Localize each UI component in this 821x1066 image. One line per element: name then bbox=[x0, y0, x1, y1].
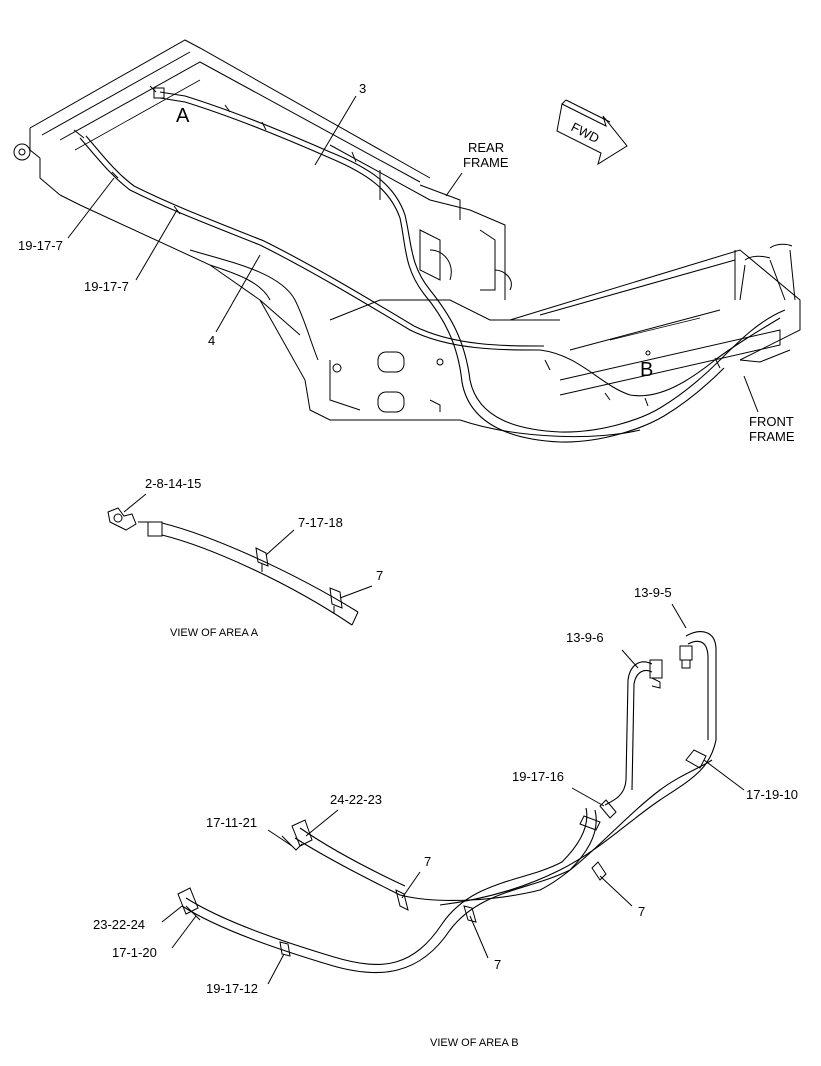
callout-2-8-14-15: 2-8-14-15 bbox=[145, 476, 201, 491]
view-a-callout-7: 7 bbox=[376, 568, 383, 583]
callout-24-22-23: 24-22-23 bbox=[330, 792, 382, 807]
callout-19-17-12-leader bbox=[267, 953, 285, 985]
rear-frame-label-line1: REAR bbox=[468, 140, 504, 155]
view-a-callout-7-leader bbox=[339, 585, 373, 599]
rear-frame-leader bbox=[445, 172, 463, 197]
callout-17-1-20: 17-1-20 bbox=[112, 945, 157, 960]
callout-4-leader bbox=[215, 254, 261, 333]
front-frame-label-line1: FRONT bbox=[749, 414, 794, 429]
callout-24-22-23-leader bbox=[305, 809, 339, 837]
rear-frame-label-line2: FRAME bbox=[463, 155, 509, 170]
callout-19-17-7-mid-leader bbox=[135, 209, 178, 281]
callout-17-1-20-leader bbox=[171, 915, 197, 949]
view-b-callout-7-upper: 7 bbox=[424, 854, 431, 869]
callout-7-17-18: 7-17-18 bbox=[298, 515, 343, 530]
view-b-callout-7-right: 7 bbox=[638, 904, 645, 919]
callout-13-9-6-leader bbox=[621, 649, 639, 669]
callout-19-17-16: 19-17-16 bbox=[512, 769, 564, 784]
view-b-callout-7-lower-leader bbox=[469, 915, 489, 959]
callout-13-9-6: 13-9-6 bbox=[566, 630, 604, 645]
callout-23-22-24-leader bbox=[161, 905, 183, 923]
callout-3-leader bbox=[314, 95, 357, 166]
view-b-callout-7-right-leader bbox=[599, 875, 633, 907]
callout-19-17-7-left: 19-17-7 bbox=[18, 238, 63, 253]
main-hose-4 bbox=[73, 129, 796, 407]
area-a-letter: A bbox=[176, 105, 190, 127]
callout-17-11-21-leader bbox=[267, 829, 293, 847]
callout-19-17-7-mid: 19-17-7 bbox=[84, 279, 129, 294]
callout-17-19-10: 17-19-10 bbox=[746, 787, 798, 802]
front-frame-leader bbox=[743, 375, 759, 413]
callout-7-17-18-leader bbox=[265, 529, 295, 556]
callout-13-9-5-leader bbox=[671, 603, 687, 629]
view-b-callout-7-lower: 7 bbox=[494, 957, 501, 972]
callout-13-9-5: 13-9-5 bbox=[634, 585, 672, 600]
callout-19-17-16-leader bbox=[571, 787, 605, 807]
callout-23-22-24: 23-22-24 bbox=[93, 917, 145, 932]
rear-frame-drawing bbox=[13, 39, 801, 438]
front-frame-label-line2: FRAME bbox=[749, 429, 795, 444]
area-b-hoses bbox=[177, 631, 717, 974]
callout-17-19-10-leader bbox=[703, 759, 745, 791]
callout-2-8-14-15-leader bbox=[123, 493, 147, 513]
view-b-title: VIEW OF AREA B bbox=[430, 1037, 519, 1049]
callout-4: 4 bbox=[208, 333, 215, 348]
main-hose-3 bbox=[149, 85, 786, 443]
area-a-hose bbox=[107, 507, 359, 626]
view-a-title: VIEW OF AREA A bbox=[170, 627, 259, 639]
callout-19-17-12: 19-17-12 bbox=[206, 981, 258, 996]
fwd-arrow-icon: FWD bbox=[556, 99, 628, 166]
area-b-letter: B bbox=[640, 359, 653, 381]
view-b-callout-7-upper-leader bbox=[401, 871, 421, 899]
callout-19-17-7-left-leader bbox=[67, 177, 115, 239]
callout-17-11-21: 17-11-21 bbox=[206, 815, 257, 830]
fwd-label: FWD bbox=[569, 119, 602, 146]
callout-3: 3 bbox=[359, 81, 366, 96]
